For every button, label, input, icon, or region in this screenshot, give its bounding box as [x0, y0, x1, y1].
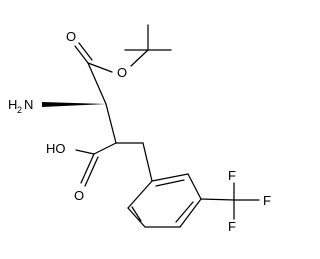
fluorine-top-label: F — [228, 168, 236, 183]
bond-ring-5-6 — [127, 207, 146, 228]
fluorine-bottom-label: F — [228, 219, 236, 234]
bond-ring-6-1 — [127, 180, 153, 209]
bond-ring-inner-a — [155, 179, 185, 187]
bond-lines — [74, 24, 260, 228]
bond-acid-carbonyl-double-b — [84, 156, 99, 187]
bond-beta-acid-carbon — [93, 142, 117, 155]
amine-label-subscript: 2 — [17, 105, 22, 115]
bond-acid-carbonyl-double-a — [80, 153, 95, 184]
chemical-structure-drawing: H 2 N O O HO O F F F — [8, 24, 271, 234]
bond-ring-2-3 — [187, 173, 202, 200]
amine-label-n: N — [24, 97, 33, 112]
bond-ester-carbonyl-alpha — [87, 62, 107, 105]
stereo-wedge-bond — [42, 102, 106, 107]
bond-acid-carbon-hydroxyl — [75, 149, 95, 155]
acid-hydroxyl-label: HO — [46, 141, 66, 156]
fluorine-right-label: F — [263, 193, 271, 208]
bond-ester-carbonyl-double-b — [78, 42, 93, 61]
ester-carbonyl-oxygen-label: O — [66, 29, 76, 44]
atom-labels: H 2 N O O HO O F F F — [8, 29, 271, 234]
amine-label-h: H — [8, 97, 17, 112]
bond-benzyl-ch2-ring — [142, 142, 153, 182]
bond-tbu-center-oxygen — [130, 49, 149, 67]
bond-ring-inner-c — [131, 206, 142, 222]
bond-ester-carbonyl-double-a — [74, 45, 89, 64]
acid-carbonyl-oxygen-label: O — [74, 188, 84, 203]
bond-ring-cf3 — [200, 198, 235, 201]
bond-ring-1-2 — [151, 173, 189, 182]
bond-ring-inner-b — [175, 201, 194, 223]
bond-ester-oxygen-carbonyl — [87, 62, 113, 73]
bond-alpha-beta — [105, 103, 117, 144]
bond-ring-3-4 — [179, 198, 202, 228]
ester-ether-oxygen-label: O — [117, 65, 127, 80]
